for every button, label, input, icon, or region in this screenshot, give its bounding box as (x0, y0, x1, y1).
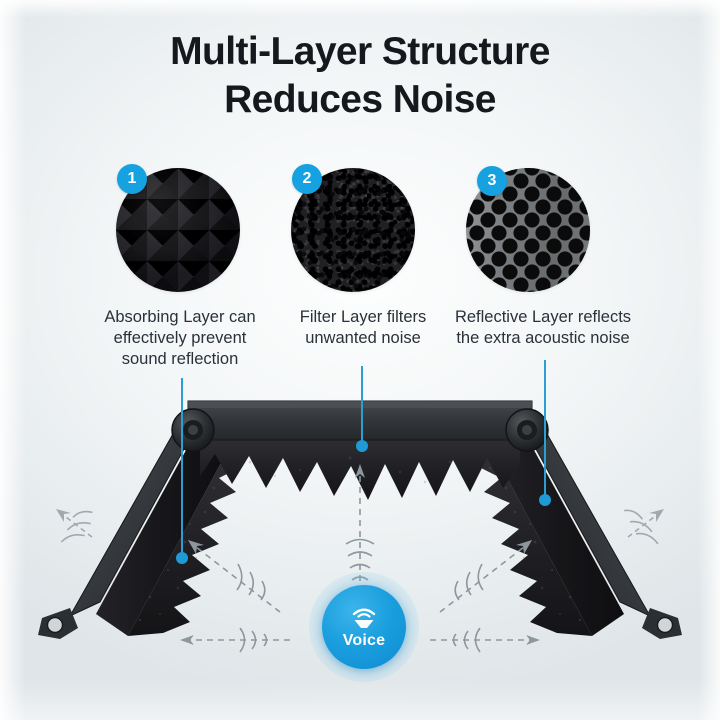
title-line-1: Multi-Layer Structure (170, 30, 550, 73)
connector-dot-1 (176, 552, 188, 564)
left-hinge-knob (171, 408, 215, 452)
acoustic-shield-illustration (38, 400, 682, 653)
sound-arrow-up-center (345, 464, 375, 592)
sound-arrow-horizontal-left (180, 627, 290, 653)
layer-badge-3: 3 (477, 166, 507, 196)
left-panel-backing (38, 407, 208, 639)
reflective-layer-caption: Reflective Layer reflects the extra acou… (454, 308, 632, 347)
title-line-2: Reduces Noise (224, 78, 496, 121)
voice-label: Voice (342, 631, 386, 649)
page-title: Multi-Layer Structure Reduces Noise (0, 28, 720, 124)
connector-dot-3 (539, 494, 551, 506)
voice-source-badge: Voice (309, 572, 419, 682)
connector-dot-2 (356, 440, 368, 452)
right-hinge-knob (505, 408, 549, 452)
absorbing-layer-caption: Absorbing Layer can effectively prevent … (104, 308, 256, 368)
sound-arrow-diagonal-upper-left (188, 540, 281, 613)
left-panel-foam (96, 432, 243, 636)
sound-arrow-outer-left (56, 509, 93, 543)
connector-line-2 (356, 366, 368, 452)
layer-badge-2: 2 (292, 164, 322, 194)
microphone-sound-waves-icon (352, 608, 376, 628)
connector-line-3 (539, 360, 551, 506)
sound-wave-arrows (56, 464, 664, 653)
voice-badge-circle: Voice (322, 585, 406, 669)
reflective-layer-swatch (466, 168, 590, 292)
sound-arrow-outer-right (624, 509, 664, 545)
perforated-sheet-texture (466, 168, 590, 292)
right-panel-foam (477, 432, 624, 636)
sound-arrow-horizontal-right (430, 627, 540, 653)
top-panel-backing (187, 400, 533, 441)
connector-line-1 (176, 378, 188, 564)
filter-layer-caption: Filter Layer filters unwanted noise (299, 308, 427, 347)
sound-arrow-diagonal-upper-right (439, 540, 532, 613)
layer-badge-1: 1 (117, 164, 147, 194)
